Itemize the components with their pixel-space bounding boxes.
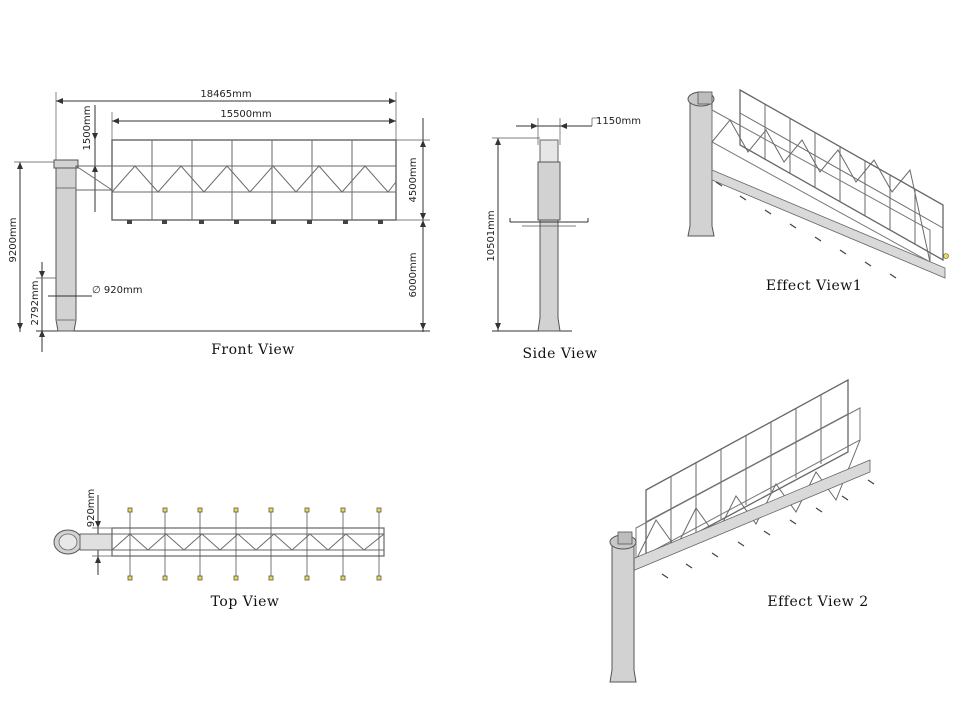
top-view-supports	[127, 507, 382, 581]
dim-total-height: 9200mm	[8, 218, 19, 263]
top-view-caption: Top View	[211, 594, 280, 610]
dim-overall-width: 18465mm	[200, 89, 251, 100]
front-view-caption: Front View	[211, 342, 295, 358]
dim-side-depth: 1150mm	[596, 116, 641, 127]
effect-view-2: Effect View 2	[609, 378, 875, 683]
front-view: 18465mm 15500mm 1500mm 4500mm 6000mm 920…	[8, 89, 430, 358]
top-view: 920mm Top View	[53, 489, 385, 610]
effect-view-1-caption: Effect View1	[766, 278, 862, 294]
dim-top-depth: 920mm	[86, 489, 97, 528]
dim-board-width: 15500mm	[220, 109, 271, 120]
dim-clearance: 6000mm	[408, 253, 419, 298]
dim-pole-diameter: ∅ 920mm	[92, 285, 142, 296]
effect-view-1: Effect View1	[687, 88, 949, 294]
side-view: 1150mm 10501mm Side View	[486, 116, 641, 362]
dim-base: 2792mm	[30, 281, 41, 326]
side-view-caption: Side View	[523, 346, 598, 362]
effect-view-2-caption: Effect View 2	[767, 594, 868, 610]
dim-top-offset: 1500mm	[82, 106, 93, 151]
dim-board-height: 4500mm	[408, 158, 419, 203]
dim-side-height: 10501mm	[486, 210, 497, 261]
